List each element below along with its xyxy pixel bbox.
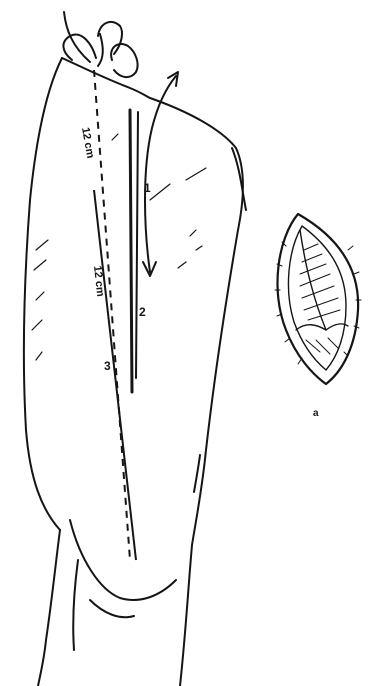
measurement-label-lower: 12 cm xyxy=(91,265,106,297)
shading-hatch xyxy=(32,134,206,360)
rotation-arrow xyxy=(143,72,178,276)
retracting-hand xyxy=(63,12,137,77)
marker-2: 2 xyxy=(139,305,146,319)
inset-flap-detail xyxy=(275,214,361,384)
thigh-outline xyxy=(24,58,246,686)
measurement-label-upper: 12 cm xyxy=(79,126,96,159)
axis-dashed-line xyxy=(94,70,130,560)
marker-1: 1 xyxy=(144,181,151,195)
incision-lines xyxy=(130,110,138,392)
marker-3: 3 xyxy=(104,359,111,373)
inset-caption: a xyxy=(313,408,319,419)
